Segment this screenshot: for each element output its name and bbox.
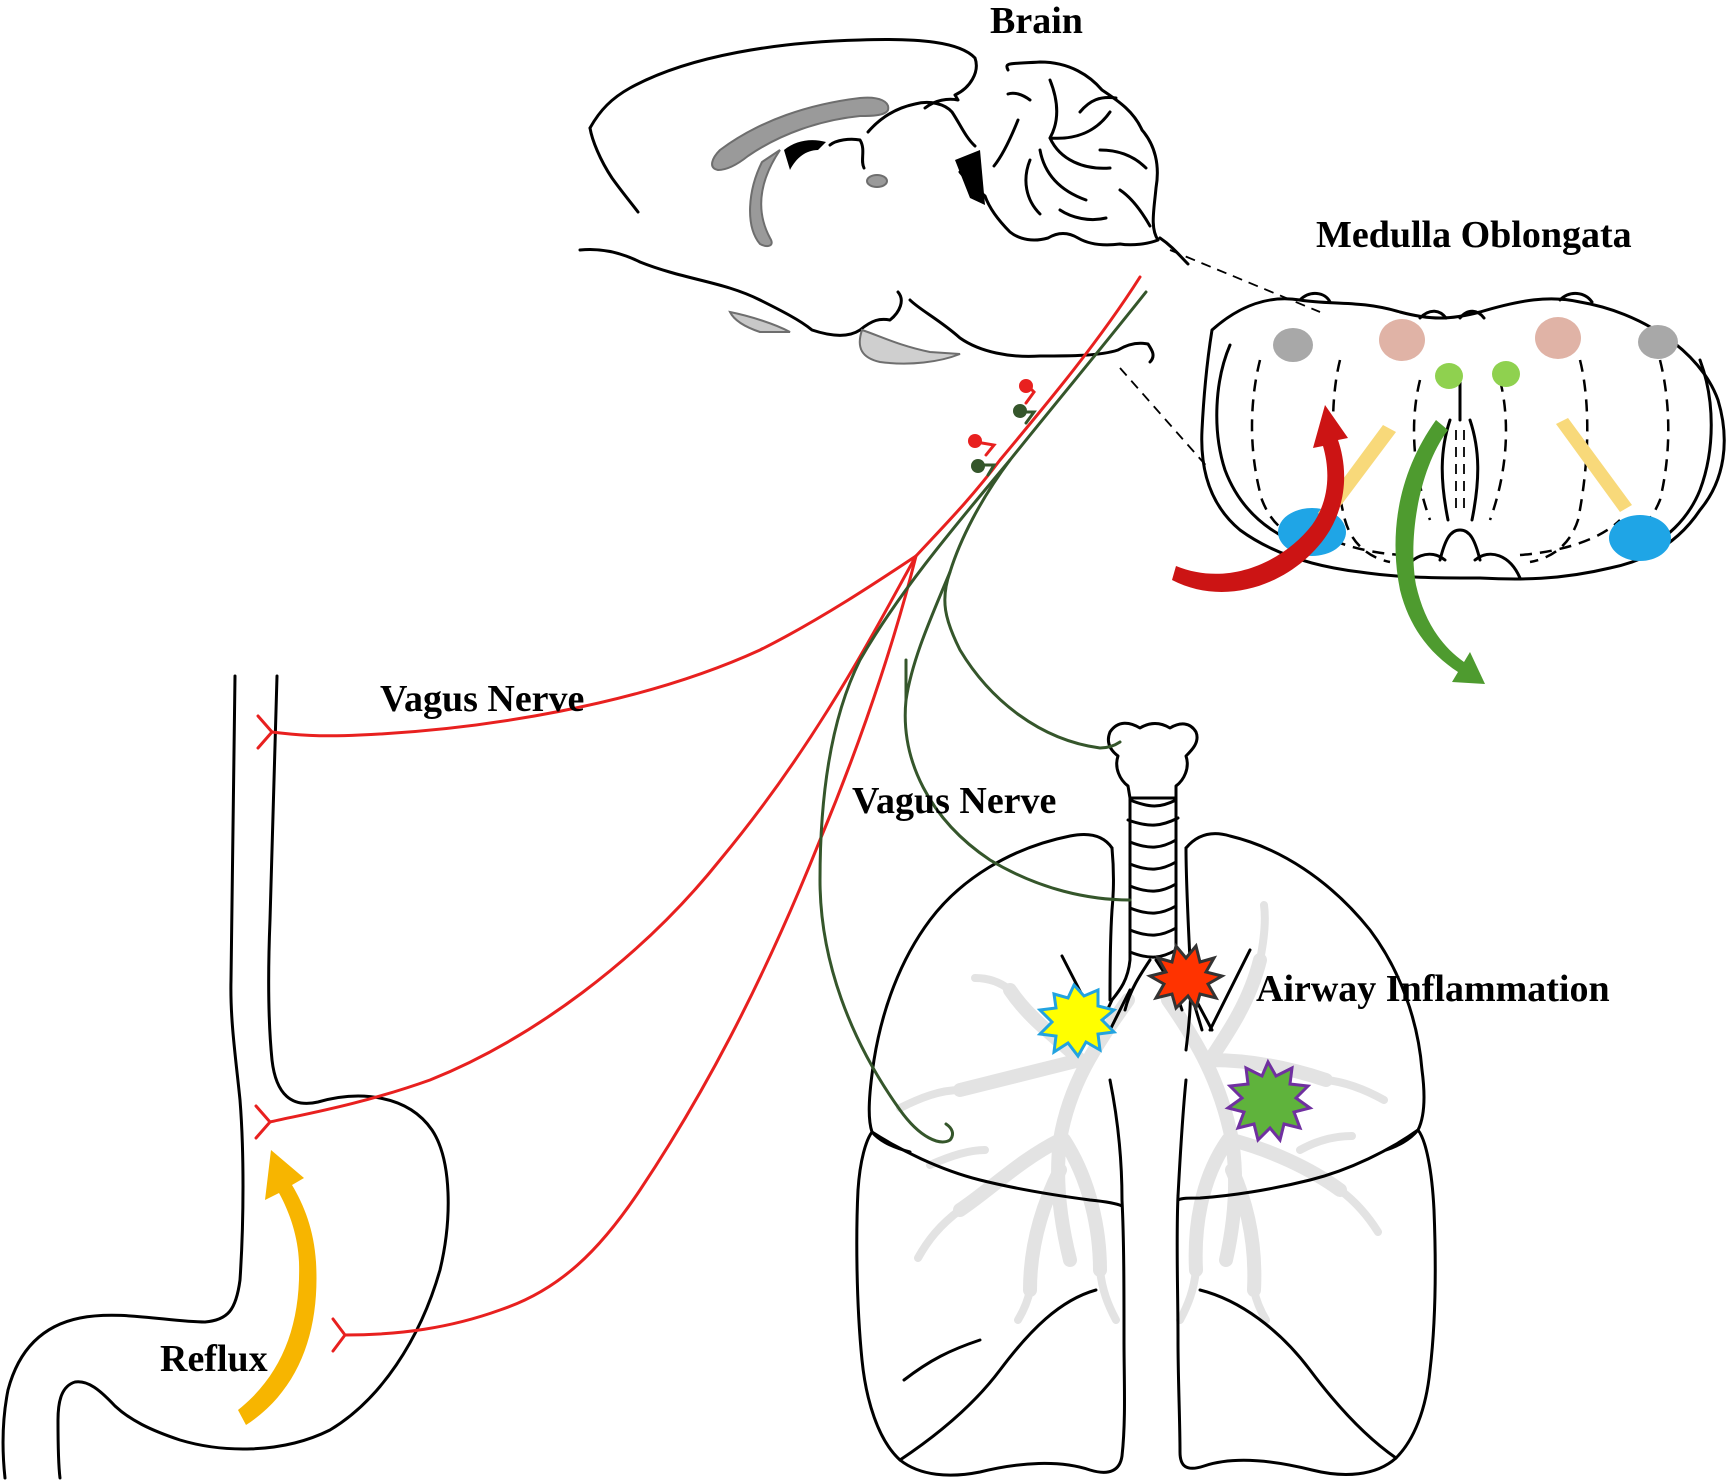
nucleus-pink-left (1379, 319, 1425, 361)
nucleus-pink-right (1535, 317, 1581, 359)
nucleus-grey-right (1638, 325, 1678, 359)
brain-label: Brain (990, 0, 1083, 42)
green-burst-icon (1224, 1058, 1314, 1144)
nucleus-green-right (1492, 361, 1520, 387)
airway-inflammation-label: Airway Inflammation (1256, 968, 1610, 1010)
afferent-arrow (1172, 405, 1348, 592)
vagus-nerve-motor (818, 290, 1148, 1144)
efferent-arrow (1395, 420, 1485, 684)
brain-section (578, 38, 1321, 471)
reflux-arrow (238, 1150, 317, 1425)
medulla-oblongata-section (1172, 292, 1726, 684)
medulla-oblongata-label: Medulla Oblongata (1316, 214, 1632, 256)
tract-yellow-right (1556, 418, 1632, 512)
nucleus-green-left (1435, 363, 1463, 389)
vagus-nerve-airway-label: Vagus Nerve (852, 780, 1057, 822)
nucleus-blue-right (1609, 515, 1671, 561)
vagus-nerve-gi-label: Vagus Nerve (380, 678, 585, 720)
esophagus-stomach (1, 674, 450, 1480)
reflux-label: Reflux (160, 1338, 268, 1380)
red-burst-icon (1146, 942, 1226, 1012)
yellow-burst-icon (1036, 982, 1118, 1059)
vagus-nerve-sensory (254, 275, 1142, 1353)
nucleus-grey-left (1273, 328, 1313, 362)
lungs-trachea (855, 721, 1437, 1477)
